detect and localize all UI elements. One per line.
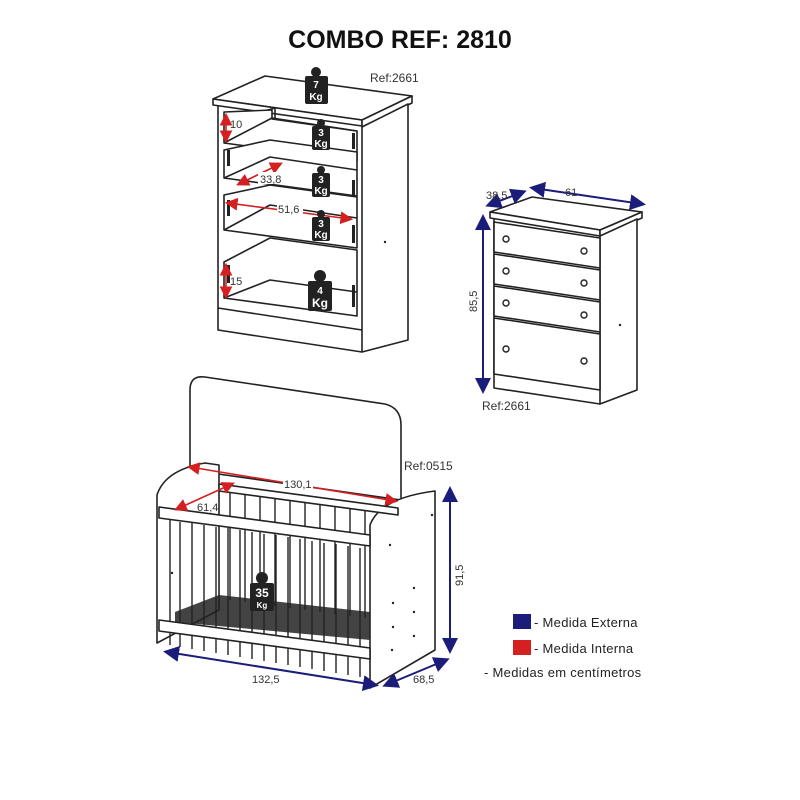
svg-text:3: 3 xyxy=(318,219,324,230)
weight-icon-drawer-2: 3 Kg xyxy=(312,166,330,197)
dim-crib-height: 91,5 xyxy=(454,565,466,586)
legend-internal-label: - Medida Interna xyxy=(534,641,634,656)
crib-drawing xyxy=(156,375,458,692)
drawer-4 xyxy=(223,237,358,317)
dim-dresser-depth: 38,5 xyxy=(486,190,507,202)
crib-ref: Ref:0515 xyxy=(404,459,453,473)
dim-crib-length: 132,5 xyxy=(252,674,280,686)
svg-text:Kg: Kg xyxy=(314,230,327,241)
dim-crib-inner-width: 61,4 xyxy=(197,502,218,514)
closed-drawer-4 xyxy=(493,317,601,391)
crib-mattress-base xyxy=(175,595,370,640)
dresser-closed-ref: Ref:2661 xyxy=(482,399,531,413)
svg-text:4: 4 xyxy=(317,286,323,297)
dim-drawer-width: 51,6 xyxy=(278,204,299,216)
legend: - Medida Externa - Medida Interna - Medi… xyxy=(484,614,642,680)
crib-top-rail xyxy=(158,506,371,547)
svg-text:3: 3 xyxy=(318,128,324,139)
dresser-closed-drawing xyxy=(475,181,646,405)
dim-dresser-width: 61 xyxy=(565,187,577,199)
legend-units-note: - Medidas em centímetros xyxy=(484,665,642,680)
svg-text:Kg: Kg xyxy=(312,296,328,310)
svg-text:Kg: Kg xyxy=(314,139,327,150)
dim-dresser-height: 85,5 xyxy=(468,291,480,312)
closed-drawer-3 xyxy=(493,285,601,333)
closed-drawer-2 xyxy=(493,253,601,301)
weight-icon-top: 7 Kg xyxy=(305,67,328,104)
weight-icon-drawer-1: 3 Kg xyxy=(312,119,330,150)
svg-text:35: 35 xyxy=(255,586,269,600)
dresser-open-ref: Ref:2661 xyxy=(370,71,419,85)
crib-right-panel xyxy=(369,490,436,689)
dim-crib-depth: 68,5 xyxy=(413,674,434,686)
legend-swatch-external xyxy=(513,614,531,629)
legend-swatch-internal xyxy=(513,640,531,655)
svg-text:3: 3 xyxy=(318,175,324,186)
legend-external-label: - Medida Externa xyxy=(534,615,638,630)
dim-drawer-height-large: 15 xyxy=(230,276,242,288)
svg-text:Kg: Kg xyxy=(314,186,327,197)
dim-drawer-height-small: 10 xyxy=(230,119,242,131)
weight-icon-drawer-4: 4 Kg xyxy=(308,270,332,311)
weight-icon-drawer-3: 3 Kg xyxy=(312,210,330,241)
weight-icon-crib: 35 Kg xyxy=(250,572,274,611)
dresser-side xyxy=(361,103,409,353)
dim-crib-inner-length: 130,1 xyxy=(284,479,312,491)
svg-text:Kg: Kg xyxy=(309,92,322,103)
closed-drawer-1 xyxy=(493,221,601,269)
svg-text:7: 7 xyxy=(313,80,319,91)
dim-drawer-depth: 33,8 xyxy=(260,174,281,186)
page-title: COMBO REF: 2810 xyxy=(288,26,512,54)
svg-text:Kg: Kg xyxy=(257,601,268,610)
